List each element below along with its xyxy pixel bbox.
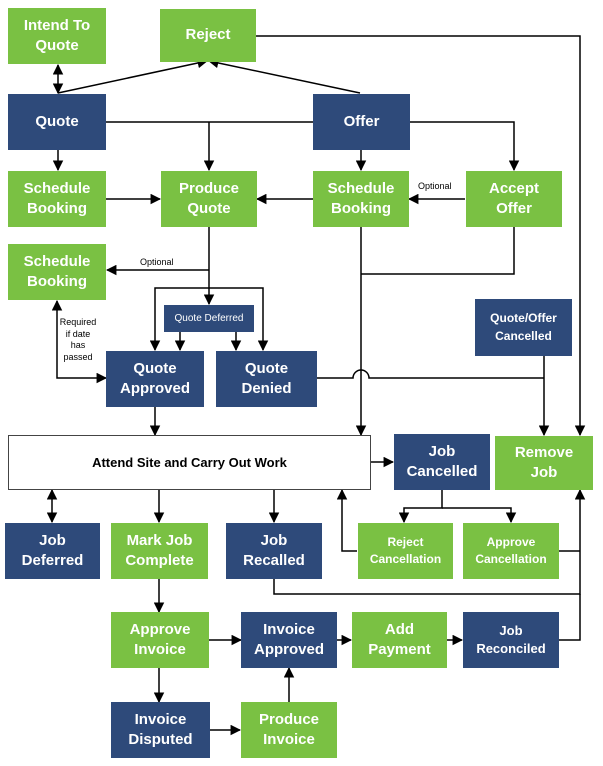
node-quote-deferred: Quote Deferred [164,305,254,332]
node-mark-job-complete: Mark Job Complete [111,523,208,579]
arrow-schedlower-approved [51,299,108,384]
line-accept-down [361,227,515,275]
node-invoice-disputed: Invoice Disputed [111,702,210,758]
arrow-rejectcanc-attend [336,488,357,552]
arrow-reconciled-remove [559,594,581,641]
arrow-split-denied [209,287,269,352]
node-quote-offer-cancelled: Quote/Offer Cancelled [475,299,572,356]
note-optional-produce: Optional [140,257,174,267]
node-accept-offer: Accept Offer [466,171,562,227]
arrow-recalled-remove [273,488,586,595]
arrow-reject-remove [256,35,586,437]
node-remove-job: Remove Job [495,436,593,490]
node-schedule-booking-left: Schedule Booking [8,171,106,227]
node-schedule-booking-lower: Schedule Booking [8,244,106,300]
node-intend-to-quote: Intend To Quote [8,8,106,64]
note-optional-accept: Optional [418,181,452,191]
node-quote-denied: Quote Denied [216,351,317,407]
node-schedule-booking-mid: Schedule Booking [313,171,409,227]
arrow-quote-reject [57,57,209,94]
node-job-deferred: Job Deferred [5,523,100,579]
arrow-jc-split [398,490,443,524]
node-job-recalled: Job Recalled [226,523,322,579]
arrow-offer-reject [207,57,361,94]
arrow-split-approved [149,287,209,352]
line-offer-right [410,121,520,172]
node-produce-invoice: Produce Invoice [241,702,337,758]
node-produce-quote: Produce Quote [161,171,257,227]
node-reject: Reject [160,9,256,62]
node-approve-invoice: Approve Invoice [111,612,209,668]
note-required-if-date: Required if date has passed [59,317,97,363]
arrow-denied-remove [317,369,544,379]
node-add-payment: Add Payment [352,612,447,668]
node-reject-cancellation: Reject Cancellation [358,523,453,579]
node-offer: Offer [313,94,410,150]
node-job-reconciled: Job Reconciled [463,612,559,668]
node-quote-approved: Quote Approved [106,351,204,407]
node-approve-cancellation: Approve Cancellation [463,523,559,579]
arrow-jc-approve [442,507,517,524]
node-quote: Quote [8,94,106,150]
node-attend-site: Attend Site and Carry Out Work [8,435,371,490]
node-job-cancelled: Job Cancelled [394,434,490,490]
node-invoice-approved: Invoice Approved [241,612,337,668]
